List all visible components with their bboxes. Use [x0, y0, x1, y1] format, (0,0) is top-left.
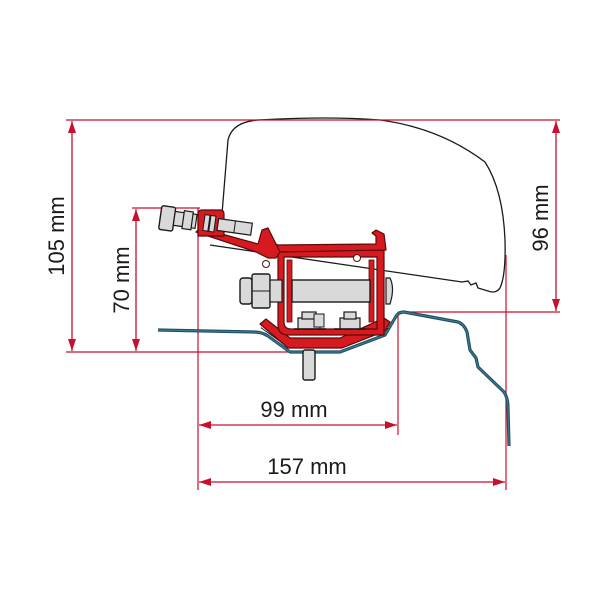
dim-96: 96 mm — [528, 121, 560, 311]
vehicle-roof-profile — [157, 310, 511, 447]
dim-96-label: 96 mm — [528, 184, 553, 251]
base-nuts — [294, 311, 366, 330]
dim-70-label: 70 mm — [109, 246, 134, 313]
dim-105: 105 mm — [44, 121, 76, 351]
dim-105-label: 105 mm — [44, 196, 69, 275]
dim-157-label: 157 mm — [267, 454, 346, 479]
through-bolt — [239, 273, 394, 309]
dim-70: 70 mm — [109, 209, 140, 351]
roof-stud — [302, 349, 316, 381]
extension-lines — [66, 119, 560, 490]
dim-99-label: 99 mm — [260, 397, 327, 422]
clamp-screw — [158, 205, 254, 236]
dim-99: 99 mm — [199, 397, 397, 429]
awning-housing — [209, 117, 506, 293]
dim-157: 157 mm — [199, 454, 505, 486]
